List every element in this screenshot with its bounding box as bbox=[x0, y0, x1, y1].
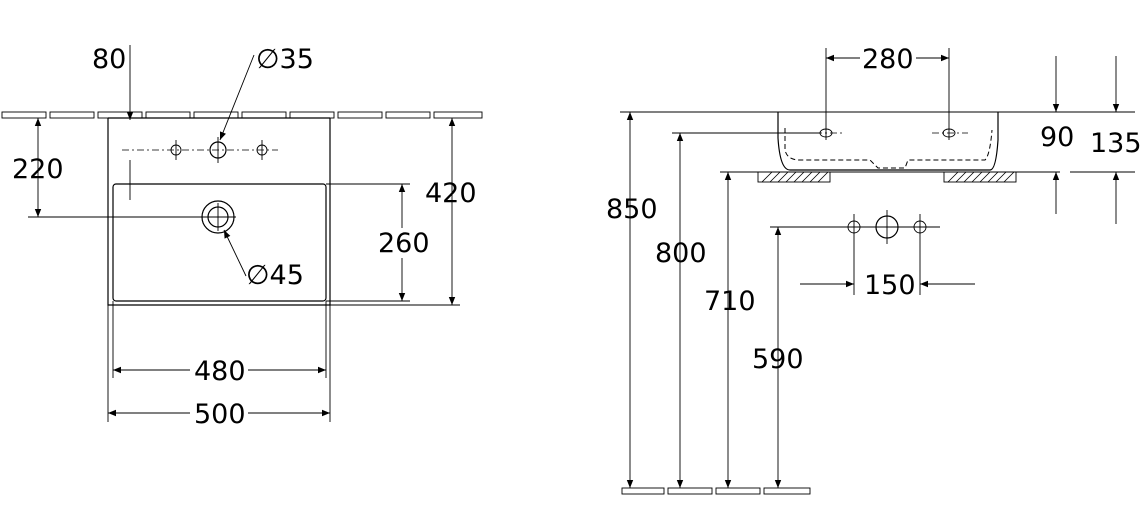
dim-850-label: 850 bbox=[606, 194, 658, 225]
dim-480-label: 480 bbox=[194, 356, 246, 387]
dim-150-label: 150 bbox=[864, 270, 916, 301]
supply-connection-points bbox=[847, 210, 927, 244]
dim-420-label: 420 bbox=[425, 178, 477, 209]
dim-90-label: 90 bbox=[1040, 122, 1074, 153]
floor-tiles bbox=[621, 487, 811, 495]
dim-710-label: 710 bbox=[704, 286, 756, 317]
wall-tiles bbox=[1, 111, 483, 119]
dim-280-label: 280 bbox=[862, 44, 914, 75]
basin-side-profile bbox=[777, 112, 999, 171]
side-view: 280 90 135 850 800 710 590 bbox=[606, 44, 1140, 495]
front-view: 80 ∅35 220 ∅45 420 260 480 500 bbox=[1, 44, 483, 430]
counter-hatching bbox=[720, 171, 1060, 183]
dim-800-label: 800 bbox=[655, 238, 707, 269]
dim-220-label: 220 bbox=[12, 154, 64, 185]
dim-phi45-label: ∅45 bbox=[246, 260, 304, 291]
drain-hole bbox=[28, 200, 236, 234]
dim-260-label: 260 bbox=[378, 228, 430, 259]
dim-phi35-label: ∅35 bbox=[256, 44, 314, 75]
tap-holes bbox=[122, 137, 278, 163]
dim-135-label: 135 bbox=[1090, 128, 1140, 159]
basin-front-outline bbox=[107, 117, 331, 422]
dim-590-label: 590 bbox=[752, 344, 804, 375]
dim-500-label: 500 bbox=[194, 399, 246, 430]
dim-80-label: 80 bbox=[92, 44, 126, 75]
